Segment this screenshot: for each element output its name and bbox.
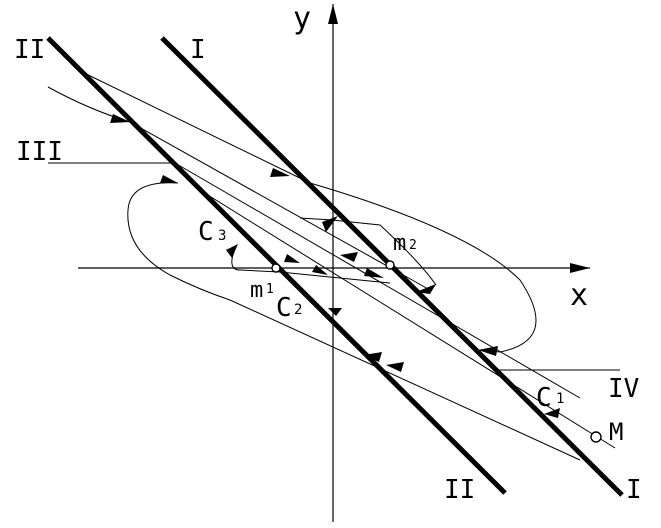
label-line-II-bottom: II: [444, 475, 475, 505]
label-m1-sub: 1: [266, 282, 274, 297]
label-line-II-top: II: [14, 35, 45, 65]
trajectory-4: [194, 186, 616, 449]
label-c1-sub: 1: [556, 391, 564, 407]
x-axis-label: x: [570, 278, 588, 313]
trajectory-3: [174, 162, 581, 399]
label-m2: m: [393, 231, 406, 256]
label-c2-sub: 2: [294, 302, 302, 318]
trajectory-7: [299, 217, 437, 286]
label-line-I-bottom: I: [626, 475, 642, 505]
point-m2: [385, 260, 395, 270]
point-M: [590, 431, 602, 443]
label-c2: C: [276, 293, 292, 323]
label-line-III: III: [16, 137, 63, 167]
point-m1: [271, 263, 281, 273]
y-axis-label: y: [293, 1, 311, 36]
label-line-IV: IV: [608, 374, 639, 404]
label-M: M: [609, 418, 623, 446]
trajectory-arrowheads: [110, 114, 560, 418]
trajectory-5: [127, 182, 581, 461]
label-c3-sub: 3: [218, 228, 226, 244]
label-c3: C: [198, 217, 214, 247]
label-m2-sub: 2: [409, 238, 417, 253]
label-m1: m: [250, 278, 263, 303]
trajectory-1: [77, 69, 537, 353]
label-c1: C: [536, 383, 552, 413]
label-line-I-top: I: [190, 35, 206, 65]
